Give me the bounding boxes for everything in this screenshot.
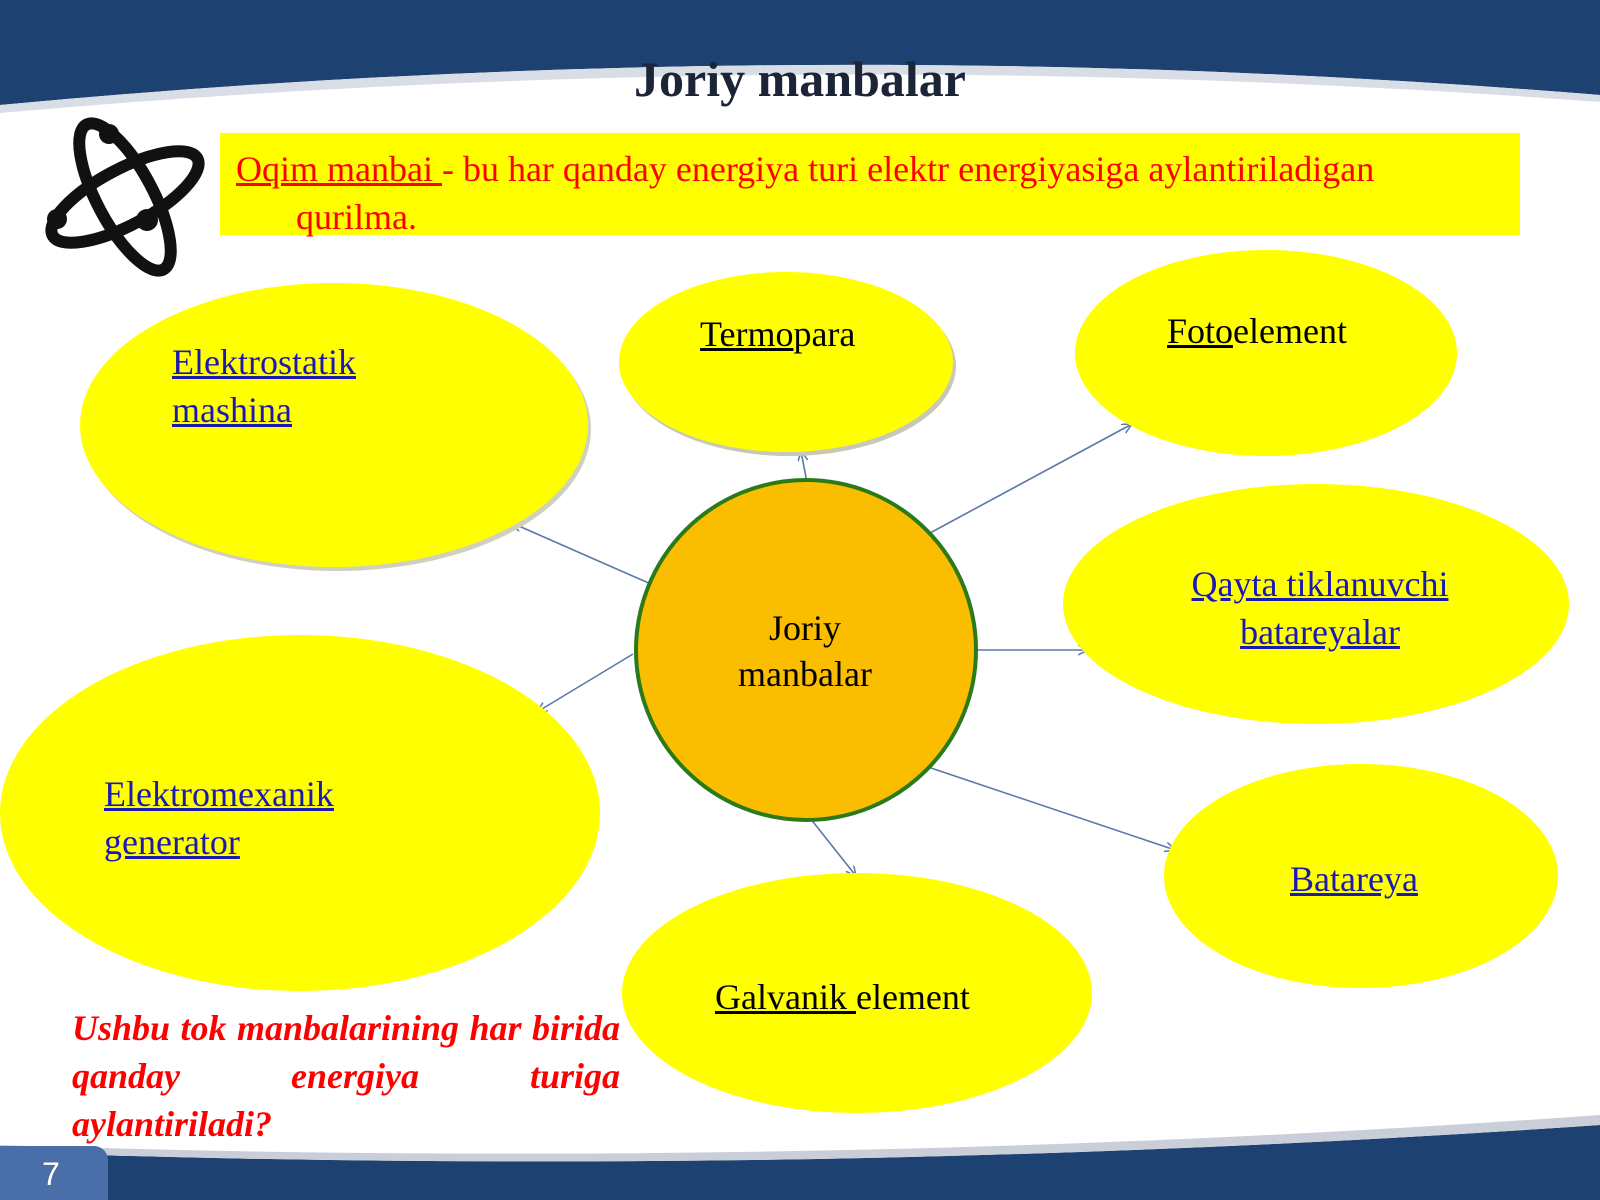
definition-term: Oqim manbai — [236, 149, 442, 189]
label-fotoelement-prefix[interactable]: Foto — [1167, 311, 1234, 351]
arrow-elektrostatik — [512, 523, 661, 589]
label-qayta-line2[interactable]: batareyalar — [1240, 612, 1400, 652]
arrow-elektromexanik — [537, 653, 634, 712]
node-batareya — [1164, 764, 1558, 988]
label-fotoelement-suffix: element — [1233, 311, 1347, 351]
label-batareya[interactable]: Batareya — [1290, 855, 1418, 903]
label-elektrostatik-line2[interactable]: mashina — [172, 390, 292, 430]
page-number: 7 — [0, 1146, 108, 1200]
label-termopara-prefix[interactable]: Termo — [700, 314, 794, 354]
question-text: Ushbu tok manbalarining har birida qanda… — [72, 1008, 620, 1144]
label-termopara-suffix: para — [793, 314, 856, 354]
node-termopara — [619, 272, 953, 452]
node-elektrostatik — [80, 283, 588, 567]
label-galvanik-suffix: element — [855, 977, 970, 1017]
arrow-fotoelement — [929, 424, 1132, 534]
label-termopara[interactable]: Termopara — [700, 310, 855, 358]
node-qayta — [1063, 484, 1569, 724]
footer-swoosh — [0, 1115, 1600, 1162]
atom-icon — [45, 117, 205, 277]
label-elektrostatik-line1[interactable]: Elektrostatik — [172, 342, 356, 382]
connector-arrows — [512, 424, 1175, 876]
label-elektromexanik-line2[interactable]: generator — [104, 822, 240, 862]
node-elektromexanik — [0, 635, 600, 991]
center-label: Joriy manbalar — [705, 605, 905, 697]
center-label-line1: Joriy — [769, 608, 841, 648]
label-elektromexanik[interactable]: Elektromexanik generator — [104, 770, 334, 866]
node-galvanik — [622, 873, 1092, 1113]
label-elektromexanik-line1[interactable]: Elektromexanik — [104, 774, 334, 814]
label-qayta[interactable]: Qayta tiklanuvchi batareyalar — [1160, 560, 1480, 656]
slide-title: Joriy manbalar — [634, 51, 966, 107]
definition-body: - bu har qanday energiya turi elektr ene… — [296, 149, 1375, 237]
header-band — [0, 0, 1600, 105]
arrow-galvanik — [809, 817, 856, 876]
label-galvanik-prefix[interactable]: Galvanik — [715, 977, 856, 1017]
definition-text: Oqim manbai - bu har qanday energiya tur… — [236, 145, 1504, 241]
definition-box: Oqim manbai - bu har qanday energiya tur… — [220, 133, 1520, 237]
label-batareya-text[interactable]: Batareya — [1290, 859, 1418, 899]
label-galvanik[interactable]: Galvanik element — [715, 973, 970, 1021]
header-swoosh — [0, 64, 1600, 113]
center-label-line2: manbalar — [738, 654, 872, 694]
node-fotoelement — [1075, 250, 1457, 456]
label-fotoelement[interactable]: Fotoelement — [1167, 307, 1347, 355]
footer-band — [0, 1125, 1600, 1200]
arrow-batareya — [927, 766, 1175, 850]
label-elektrostatik[interactable]: Elektrostatik mashina — [172, 338, 356, 434]
center-node — [634, 478, 978, 822]
label-qayta-line1[interactable]: Qayta tiklanuvchi — [1191, 564, 1449, 604]
